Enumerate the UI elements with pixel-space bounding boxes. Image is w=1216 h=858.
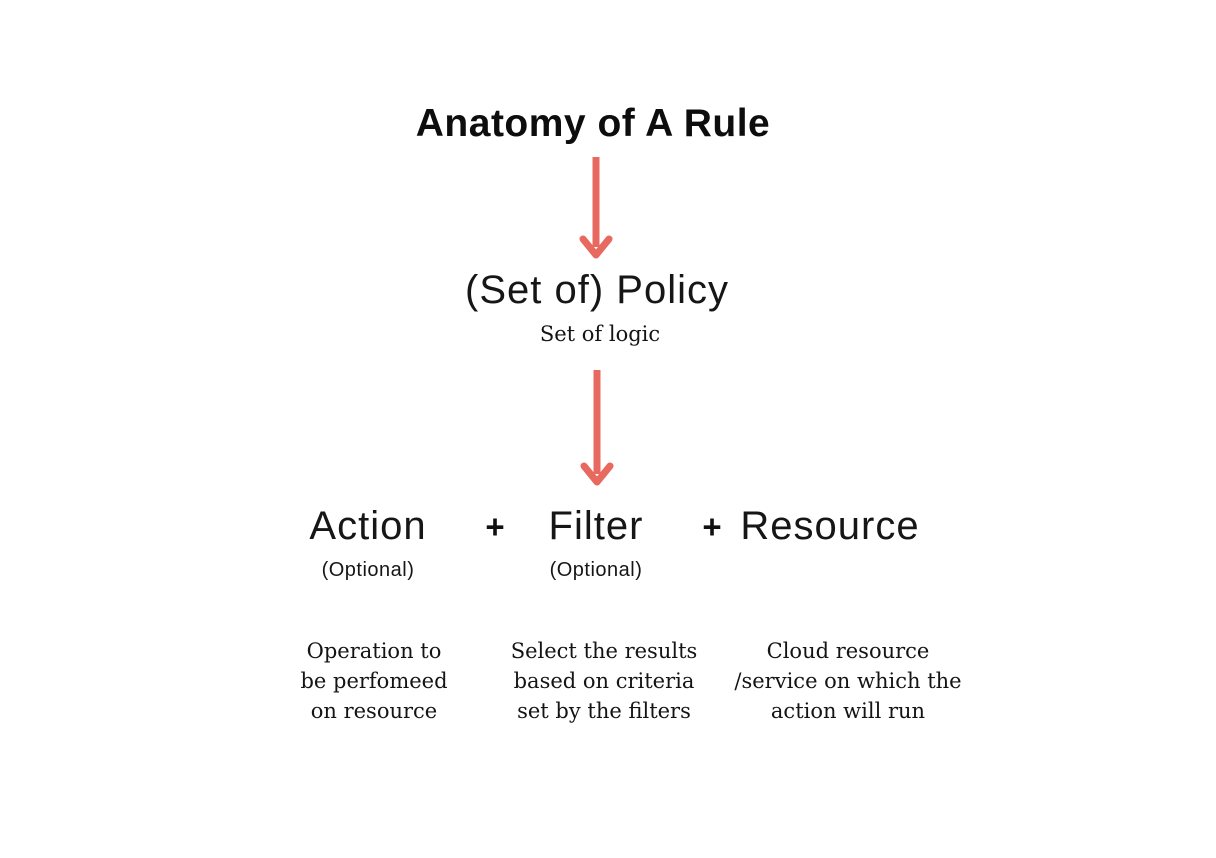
component-description-resource: Cloud resource /service on which the act… [734, 639, 962, 723]
plus-operator: + [702, 508, 722, 545]
policy-node-subtitle: Set of logic [539, 322, 661, 346]
component-label-resource: Resource [740, 504, 920, 548]
down-arrow-icon [580, 370, 614, 486]
component-description-filter: Select the results based on criteria set… [510, 639, 698, 723]
component-description-action: Operation to be perfomeed on resource [300, 639, 448, 723]
down-arrow-icon [579, 157, 613, 259]
arrow-head [579, 235, 613, 259]
arrow-head [580, 462, 614, 486]
component-label-filter: Filter [548, 504, 644, 548]
diagram-title: Anatomy of A Rule [415, 102, 771, 145]
policy-node-label: (Set of) Policy [465, 268, 729, 312]
optional-tag-filter: (Optional) [549, 559, 643, 581]
component-label-action: Action [309, 504, 427, 548]
plus-operator: + [485, 508, 505, 545]
optional-tag-action: (Optional) [321, 559, 415, 581]
